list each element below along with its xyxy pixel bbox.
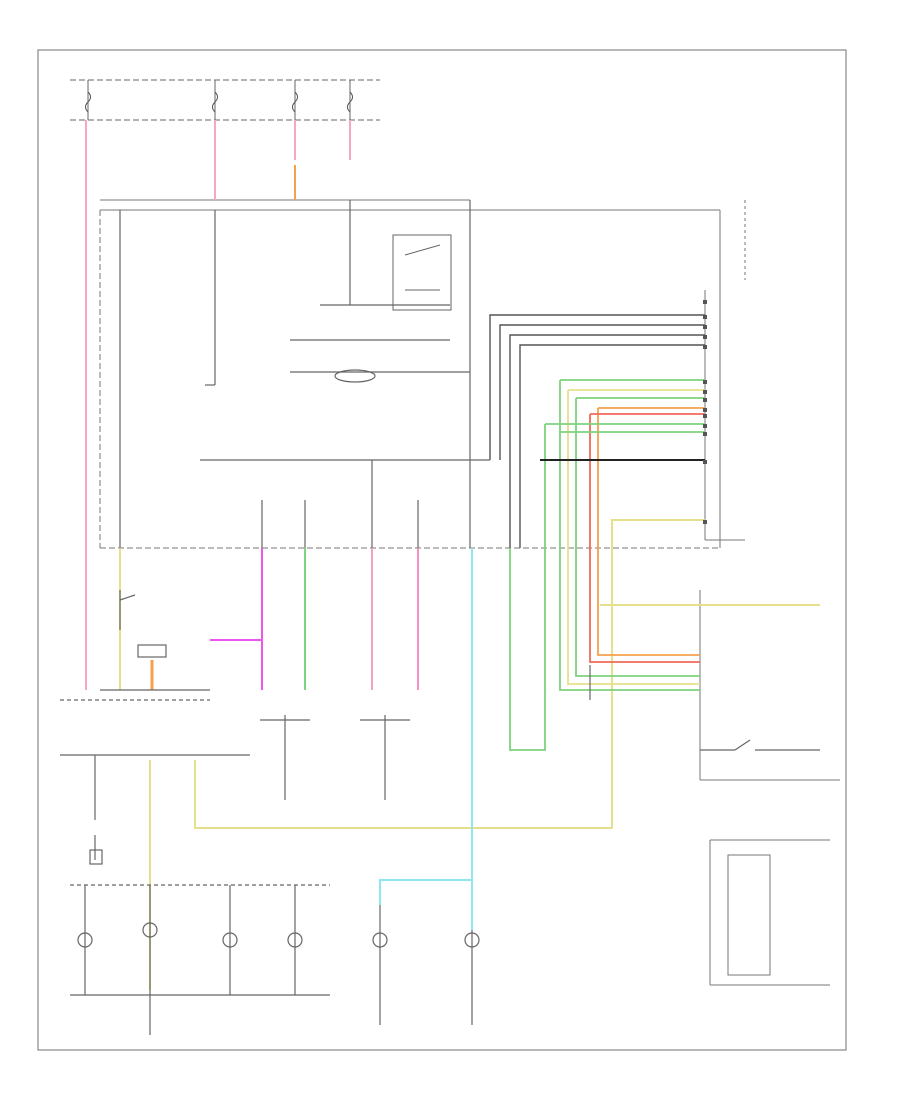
wire-dark-bundle — [489, 314, 705, 548]
internal-wiring — [119, 200, 490, 548]
diagram-border — [37, 49, 847, 1051]
trailer-connector-box — [709, 839, 830, 986]
fuse-symbols — [85, 91, 353, 113]
wire-magenta — [210, 548, 419, 690]
wire-multicolor-bundle — [509, 379, 705, 751]
right-switch — [589, 665, 820, 751]
fuse-bus — [70, 79, 380, 121]
lower-switches — [60, 590, 410, 865]
main-module-box — [99, 199, 721, 549]
relay-box — [392, 234, 452, 311]
wire-cyan — [379, 548, 473, 930]
lamp-bank — [70, 884, 480, 1035]
wire-pink-1 — [85, 120, 351, 690]
right-module-box — [699, 200, 840, 781]
connector-pins — [703, 300, 707, 524]
